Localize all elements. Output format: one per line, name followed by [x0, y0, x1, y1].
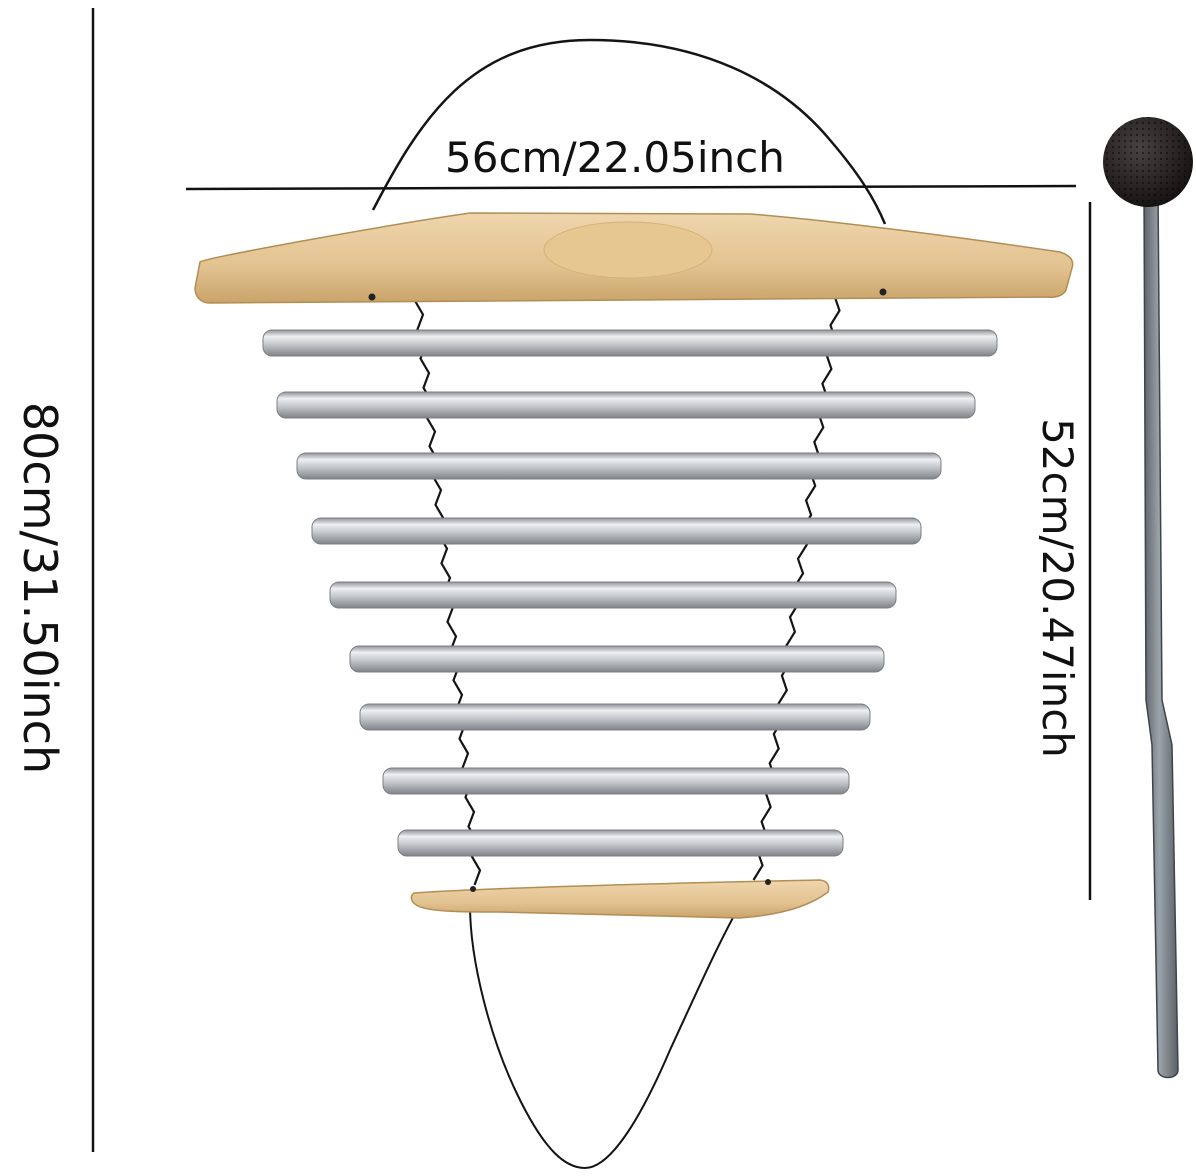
bottom-loop-string — [469, 904, 741, 1170]
total-height-dimension-label: 80cm/31.50inch — [13, 401, 67, 775]
chime-tube — [329, 581, 897, 609]
chime-tube — [276, 391, 976, 419]
width-dimension-label: 56cm/22.05inch — [445, 133, 785, 182]
mallet-handle — [1143, 189, 1179, 1079]
hanging-string — [371, 38, 887, 225]
top-wood-bar — [194, 212, 1074, 304]
chime-tubes — [262, 329, 998, 857]
chime-tube — [397, 829, 844, 857]
wood-knot-mark — [543, 221, 713, 279]
dimension-lines — [91, 8, 1092, 1152]
mallet — [1103, 117, 1193, 1079]
width-line — [185, 184, 1077, 191]
chime-tube — [359, 703, 871, 731]
chime-tube — [349, 645, 885, 673]
chime-tube — [296, 452, 942, 480]
chime-tube — [382, 767, 850, 795]
chime-height-dimension-label: 52cm/20.47inch — [1033, 418, 1082, 758]
bottom-wood-bar — [410, 879, 830, 919]
chime-tube — [311, 517, 922, 545]
chime-tube — [262, 329, 998, 357]
